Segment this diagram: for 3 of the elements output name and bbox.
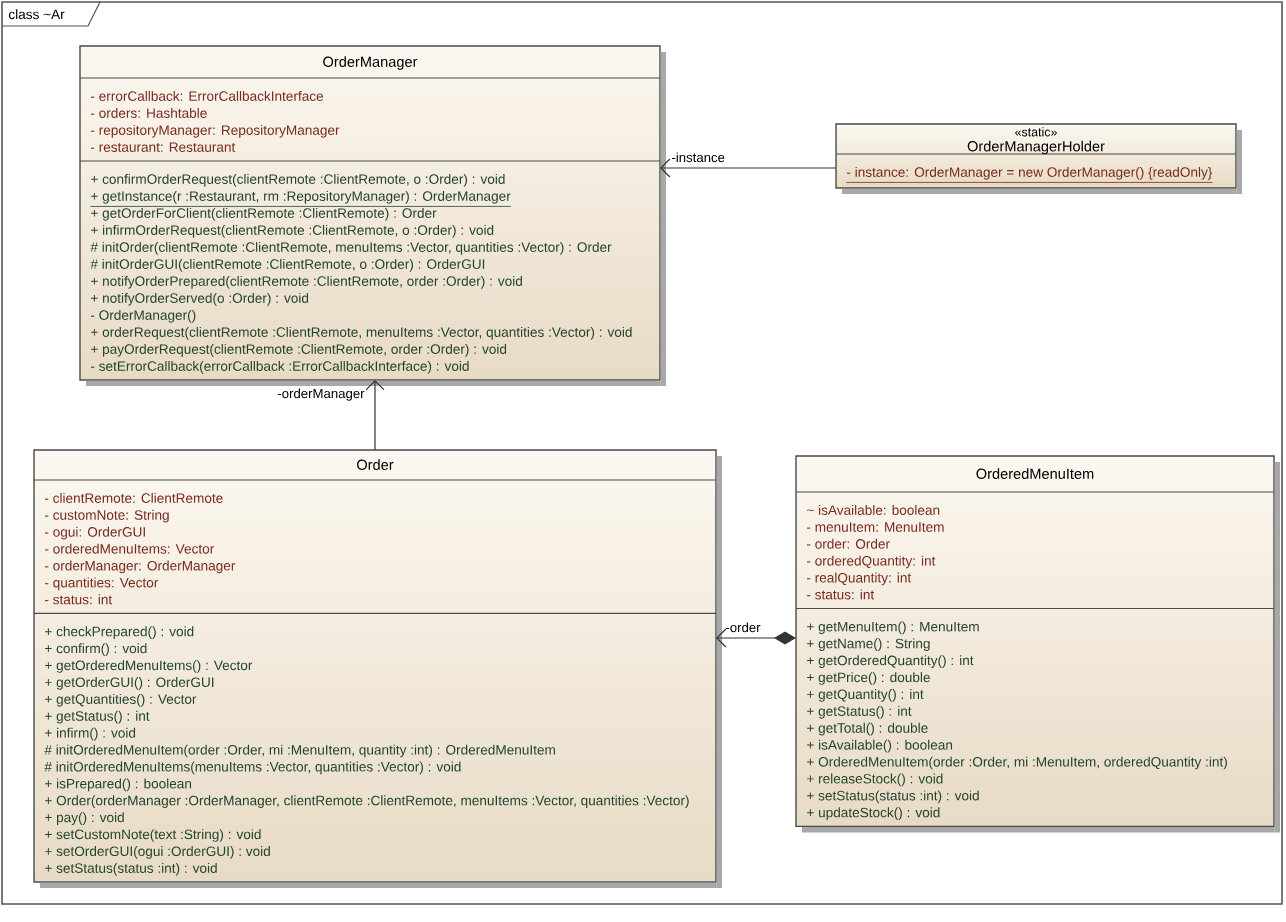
composition-arrow bbox=[716, 628, 796, 648]
association-arrow bbox=[660, 158, 837, 178]
association-arrow bbox=[365, 380, 385, 451]
